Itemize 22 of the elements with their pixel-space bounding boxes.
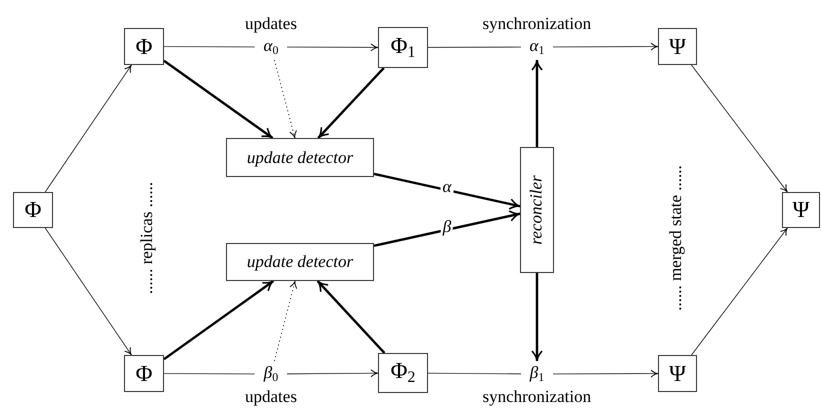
rotated-label: ...... replicas ...... (137, 182, 157, 294)
edge-caption: updates (245, 14, 297, 34)
state-box: Ψ (782, 192, 820, 228)
state-box: Ψ (658, 28, 697, 65)
connector-line (428, 372, 522, 374)
edge-caption: synchronization (482, 14, 592, 34)
edge-caption: synchronization (482, 387, 592, 407)
rotated-label: ...... merged state ...... (666, 165, 686, 311)
state-box: Φ (13, 192, 53, 228)
rotated-label: reconciler (527, 175, 547, 245)
state-box: Φ (124, 355, 164, 392)
edge-caption: updates (245, 387, 297, 407)
connector-line (164, 373, 256, 374)
state-box: Φ (124, 28, 164, 65)
state-box: Φ$_{2}$ (378, 353, 428, 393)
state-box: Φ$_{1}$ (378, 27, 428, 68)
connector-line (428, 46, 522, 48)
process-box: update detector (226, 243, 374, 281)
connector-line (164, 46, 256, 48)
process-box: update detector (226, 138, 374, 177)
state-box: Ψ (658, 355, 697, 392)
process-box (520, 147, 554, 273)
